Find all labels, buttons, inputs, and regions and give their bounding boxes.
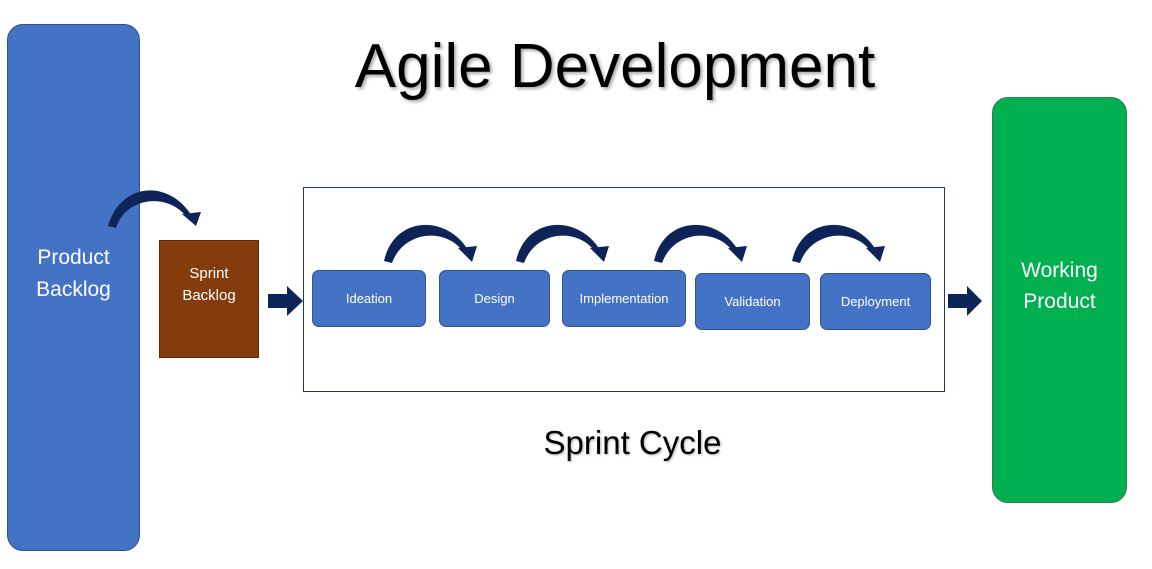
step-deployment: Deployment [820, 273, 931, 330]
sprint-backlog-label: Sprint Backlog [182, 265, 236, 304]
step-implementation: Implementation [562, 270, 686, 327]
diagram-title: Agile Development [354, 32, 876, 101]
sprint-cycle-label: Sprint Cycle [543, 424, 722, 461]
working-product-box: Working Product [992, 97, 1127, 503]
right-arrow-icon [948, 286, 982, 316]
product-backlog-box: Product Backlog [7, 24, 140, 551]
right-arrow-icon [268, 286, 303, 316]
step-design: Design [439, 270, 550, 327]
step-ideation: Ideation [312, 270, 426, 327]
working-product-label: Working Product [1021, 258, 1098, 314]
product-backlog-label: Product Backlog [36, 246, 111, 301]
step-validation: Validation [695, 273, 810, 330]
sprint-backlog-box: Sprint Backlog [159, 240, 259, 358]
